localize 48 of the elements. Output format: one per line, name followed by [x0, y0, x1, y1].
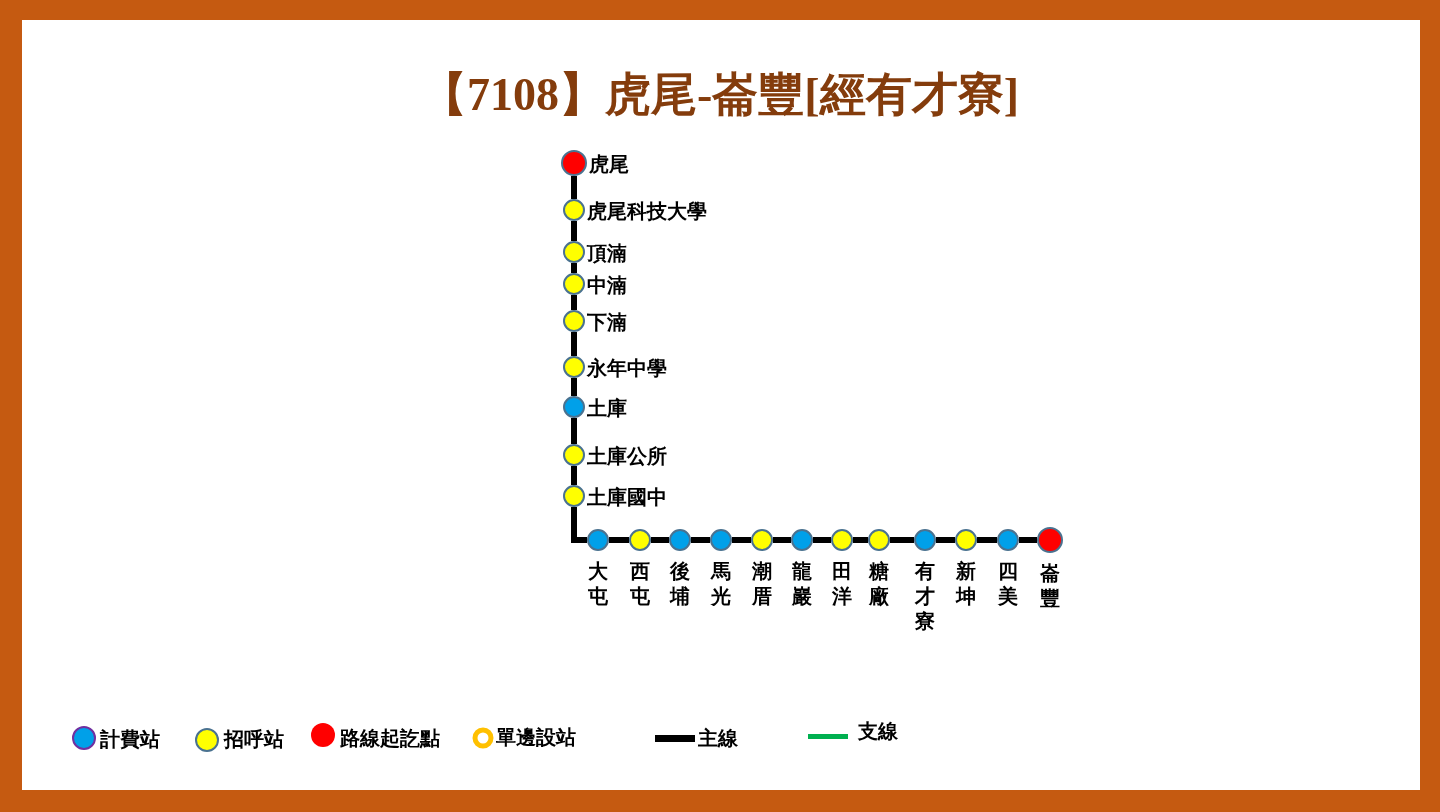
legend-label: 計費站 [100, 728, 160, 750]
route-line [813, 537, 831, 543]
route-line [571, 507, 587, 543]
route-line [1019, 537, 1037, 543]
route-line [853, 537, 868, 543]
route-line [571, 378, 577, 396]
station-name: 潮厝 [751, 559, 773, 609]
station-name: 田洋 [831, 559, 853, 609]
route-line [571, 418, 577, 444]
station-name: 虎尾科技大學 [587, 200, 707, 222]
station-name: 土庫公所 [587, 445, 667, 467]
legend-label: 路線起訖點 [340, 727, 440, 749]
station-name: 西屯 [629, 559, 651, 609]
route-line [571, 332, 577, 356]
station-name: 後埔 [669, 559, 691, 609]
station-name: 崙豐 [1039, 561, 1061, 611]
station-name: 糖廠 [868, 559, 890, 609]
station-name: 中湳 [587, 274, 627, 296]
legend-label: 支線 [858, 720, 898, 742]
station-name: 虎尾 [589, 153, 629, 175]
route-line [571, 176, 577, 199]
route-line [977, 537, 997, 543]
route-line [691, 537, 710, 543]
route-line [651, 537, 669, 543]
route-line [609, 537, 629, 543]
station-name: 土庫國中 [587, 486, 667, 508]
legend-label: 主線 [698, 727, 738, 749]
station-name: 大屯 [587, 559, 609, 609]
station-name: 頂湳 [587, 242, 627, 264]
route-line [732, 537, 751, 543]
route-line [890, 537, 914, 543]
station-name: 永年中學 [587, 357, 667, 379]
station-name: 新坤 [955, 559, 977, 609]
route-line [773, 537, 791, 543]
station-name: 下湳 [587, 311, 627, 333]
route-line [936, 537, 955, 543]
route-line [571, 221, 577, 241]
station-name: 土庫 [587, 397, 627, 419]
station-name: 有才寮 [914, 559, 936, 634]
route-line [571, 263, 577, 273]
route-line [571, 295, 577, 310]
station-name: 四美 [997, 559, 1019, 609]
station-name: 馬光 [710, 559, 732, 609]
legend-label: 招呼站 [224, 728, 284, 750]
station-name: 龍巖 [791, 559, 813, 609]
legend-label: 單邊設站 [496, 726, 576, 748]
route-line [571, 466, 577, 485]
route-title: 【7108】虎尾-崙豐[經有才寮] [421, 70, 1019, 121]
